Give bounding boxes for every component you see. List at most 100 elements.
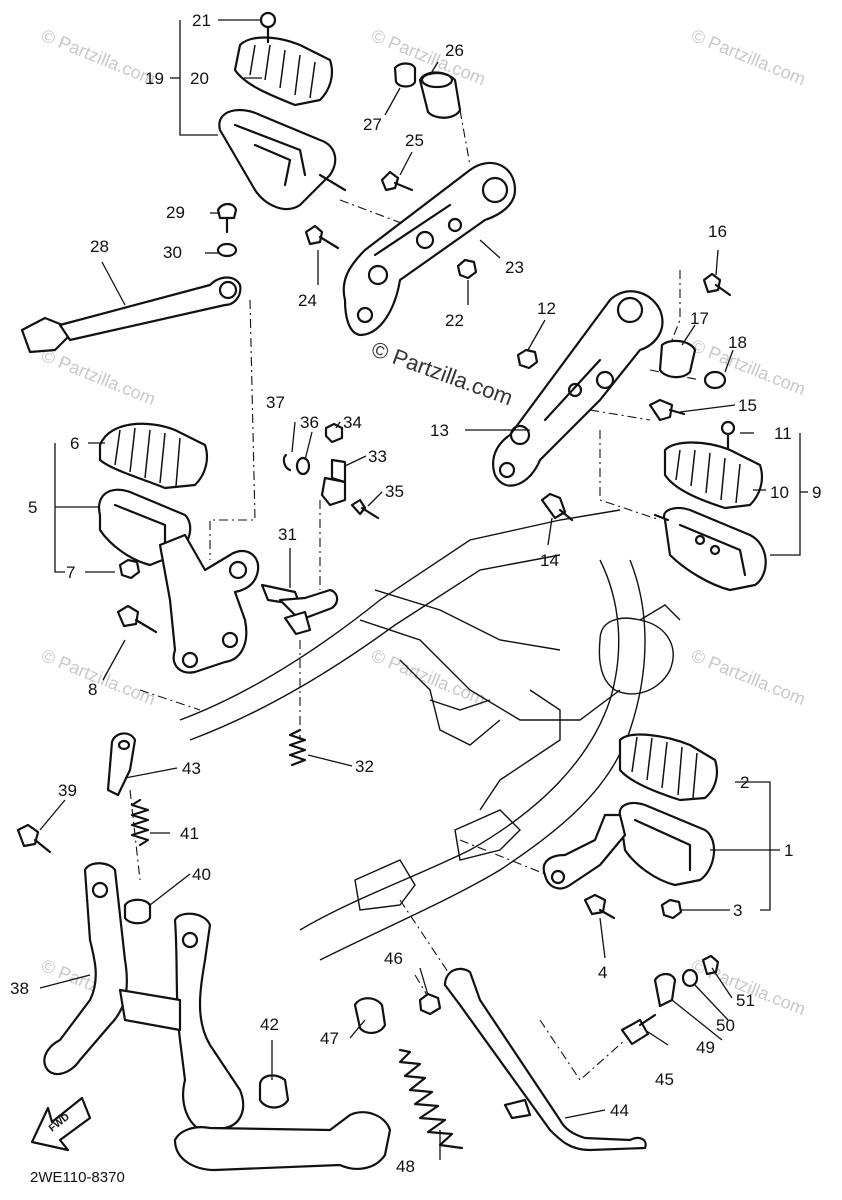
callout-36: 36 xyxy=(300,413,319,432)
callout-30: 30 xyxy=(163,243,182,262)
footpeg-rear-left xyxy=(218,108,347,211)
callout-33: 33 xyxy=(368,447,387,466)
spring-32 xyxy=(288,728,307,767)
callout-22: 22 xyxy=(445,311,464,330)
collar-18 xyxy=(703,370,727,390)
footrest-bracket-front-left xyxy=(158,533,260,674)
bolt-21 xyxy=(259,11,277,44)
callout-37: 37 xyxy=(266,393,285,412)
callout-5: 5 xyxy=(28,498,37,517)
callout-4: 4 xyxy=(598,963,607,982)
bolt-39 xyxy=(16,823,52,854)
bolt-4 xyxy=(583,893,616,920)
footrest-bracket-rear-right xyxy=(492,290,664,487)
bolt-16 xyxy=(702,272,732,297)
nut-34 xyxy=(324,422,344,444)
callout-20: 20 xyxy=(190,69,209,88)
joint-33 xyxy=(320,458,347,507)
callout-40: 40 xyxy=(192,865,211,884)
callout-21: 21 xyxy=(192,11,211,30)
callout-44: 44 xyxy=(610,1101,629,1120)
bolt-24 xyxy=(304,224,340,250)
footpeg-rubber-front-right xyxy=(618,733,719,802)
nut-12 xyxy=(516,348,539,370)
bolt-29 xyxy=(216,202,238,234)
callout-38: 38 xyxy=(10,979,29,998)
plate-47 xyxy=(353,997,387,1034)
bracket-49 xyxy=(653,972,677,1008)
callout-10: 10 xyxy=(770,483,789,502)
callout-18: 18 xyxy=(728,333,747,352)
footrest-bracket-rear-left xyxy=(342,161,517,337)
callout-13: 13 xyxy=(430,421,449,440)
nut-46 xyxy=(418,992,442,1016)
watermark-tile: © Partzilla.com xyxy=(689,335,809,399)
callout-24: 24 xyxy=(298,291,317,310)
footrest-bracket-front-right xyxy=(542,813,627,890)
callout-35: 35 xyxy=(385,482,404,501)
watermark-tile: © Partzilla.com xyxy=(689,25,809,89)
callout-12: 12 xyxy=(537,299,556,318)
bolt-35 xyxy=(350,498,380,520)
spring-48 xyxy=(398,1048,464,1150)
fwd-arrow-icon: FWD xyxy=(30,1096,92,1152)
bushing-26 xyxy=(418,71,462,119)
footpeg-front-right xyxy=(618,801,716,887)
callout-8: 8 xyxy=(88,680,97,699)
nut-22 xyxy=(456,258,478,280)
bolt-11 xyxy=(720,420,736,450)
washer-50 xyxy=(681,968,699,988)
callout-41: 41 xyxy=(180,824,199,843)
callout-42: 42 xyxy=(260,1015,279,1034)
callout-23: 23 xyxy=(505,258,524,277)
bolt-8 xyxy=(116,604,158,634)
bolt-15 xyxy=(648,398,686,422)
callout-50: 50 xyxy=(716,1016,735,1035)
callout-labels: 1 2 3 4 5 6 7 8 9 10 11 12 13 14 15 16 1… xyxy=(10,11,821,1176)
collar-40 xyxy=(123,898,152,925)
callout-11: 11 xyxy=(774,424,792,443)
callout-9: 9 xyxy=(812,483,821,502)
damper-42 xyxy=(258,1074,290,1109)
callout-27: 27 xyxy=(363,115,382,134)
shift-shaft-31 xyxy=(260,583,339,636)
callout-49: 49 xyxy=(696,1038,715,1057)
callout-1: 1 xyxy=(784,841,793,860)
footpeg-rubber-front-left xyxy=(98,422,209,490)
collar-27 xyxy=(393,62,417,88)
callout-34: 34 xyxy=(343,413,362,432)
callout-19: 19 xyxy=(145,69,164,88)
nut-51 xyxy=(701,954,720,976)
callout-7: 7 xyxy=(66,563,75,582)
clip-37 xyxy=(282,453,292,472)
callout-48: 48 xyxy=(396,1157,415,1176)
main-stand xyxy=(43,862,392,1172)
watermark-tile: © Partzilla.com xyxy=(39,645,159,709)
callout-39: 39 xyxy=(58,781,77,800)
washer-36 xyxy=(295,456,311,476)
callout-15: 15 xyxy=(738,396,757,415)
watermark-tile: © Partzilla.com xyxy=(39,345,159,409)
side-stand xyxy=(443,967,647,1152)
callout-45: 45 xyxy=(655,1070,674,1089)
switch-45 xyxy=(620,1013,657,1046)
footpeg-rubber-rear-left xyxy=(233,36,334,107)
callout-43: 43 xyxy=(182,759,201,778)
callout-17: 17 xyxy=(690,309,709,328)
leader-lines xyxy=(39,19,808,1160)
watermark-tile: © Partzilla.com xyxy=(689,645,809,709)
watermark-tile: © Partzilla.com xyxy=(369,645,489,709)
watermark-tile: © Partzilla.com xyxy=(39,25,159,89)
callout-2: 2 xyxy=(740,773,749,792)
callout-47: 47 xyxy=(320,1029,339,1048)
nut-7 xyxy=(118,558,141,580)
watermark-main: © Partzilla.com xyxy=(368,336,516,410)
bolt-25 xyxy=(380,170,414,192)
callout-25: 25 xyxy=(405,131,424,150)
shift-pedal xyxy=(20,276,242,354)
callout-6: 6 xyxy=(70,434,79,453)
callout-3: 3 xyxy=(733,901,742,920)
callout-46: 46 xyxy=(384,949,403,968)
callout-14: 14 xyxy=(540,551,559,570)
